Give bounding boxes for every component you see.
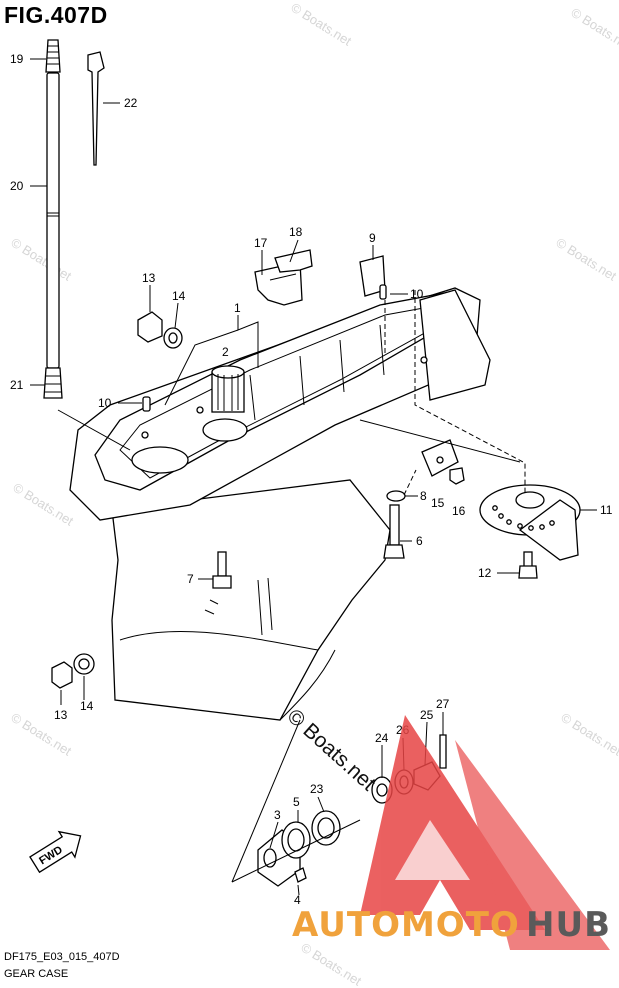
callout-20: 20	[10, 179, 24, 193]
bolt-12	[518, 551, 538, 579]
callout-22: 22	[124, 96, 138, 110]
phantom-lines	[359, 290, 526, 496]
seal-17-18	[254, 249, 313, 306]
callout-23: 23	[310, 782, 324, 796]
watermark-text: © Boats.net	[568, 5, 619, 54]
callout-18: 18	[289, 225, 303, 239]
callout-3: 3	[274, 808, 281, 822]
callout-12: 12	[478, 566, 492, 580]
watermark-text: © Boats.net	[10, 480, 76, 529]
watermark-text: © Boats.net	[288, 0, 354, 49]
dowel-pin	[142, 396, 151, 412]
callout-labels: 19 22 20 21 17 18 9 10 13 14 1 2 10 8 15…	[10, 52, 613, 907]
callout-10: 10	[98, 396, 112, 410]
plug-13-14-top	[137, 311, 183, 349]
callout-13: 13	[142, 271, 156, 285]
callout-10: 10	[410, 287, 424, 301]
gear-case-body	[69, 287, 491, 721]
figure-name: GEAR CASE	[4, 968, 69, 980]
trim-tab-anode	[479, 484, 581, 561]
figure-title: FIG.407D	[4, 2, 108, 28]
drive-shaft	[43, 39, 63, 399]
callout-5: 5	[293, 795, 300, 809]
callout-27: 27	[436, 697, 450, 711]
brand-text-right: HUB	[526, 905, 611, 945]
seal-9	[359, 255, 387, 300]
callout-14: 14	[80, 699, 94, 713]
callout-2: 2	[222, 345, 229, 359]
leader-lines	[30, 58, 597, 896]
retainer-pin	[87, 51, 105, 166]
forward-arrow: FWD	[29, 830, 82, 874]
callout-7: 7	[187, 572, 194, 586]
callout-8: 8	[420, 489, 427, 503]
watermark-text: © Boats.net	[8, 235, 74, 284]
watermark-text: © Boats.net	[298, 940, 364, 988]
callout-15: 15	[431, 496, 445, 510]
brand-wordmark: AUTOMOTO HUB	[292, 905, 611, 945]
plug-13-14-bottom	[51, 653, 95, 689]
callout-9: 9	[369, 231, 376, 245]
callout-11: 11	[600, 503, 613, 517]
callout-17: 17	[254, 236, 268, 250]
callout-25: 25	[420, 708, 434, 722]
callout-13: 13	[54, 708, 68, 722]
brand-logo	[360, 715, 610, 950]
watermark-text: © Boats.net	[558, 710, 619, 759]
bolt-7	[212, 551, 232, 589]
callout-4: 4	[294, 893, 301, 907]
callout-16: 16	[452, 504, 466, 518]
watermark-text: © Boats.net	[553, 235, 619, 284]
figure-code: DF175_E03_015_407D	[4, 951, 120, 963]
watermark-text: © Boats.net	[283, 705, 380, 796]
callout-14: 14	[172, 289, 186, 303]
callout-21: 21	[10, 378, 24, 392]
callout-19: 19	[10, 52, 24, 66]
callout-6: 6	[416, 534, 423, 548]
callout-24: 24	[375, 731, 389, 745]
bearing-housing-group	[257, 810, 341, 887]
bolt-6-washer-8	[383, 490, 406, 559]
cushion-15-16	[421, 439, 465, 485]
brand-text-left: AUTOMOTO	[292, 905, 520, 945]
callout-1: 1	[234, 301, 241, 315]
